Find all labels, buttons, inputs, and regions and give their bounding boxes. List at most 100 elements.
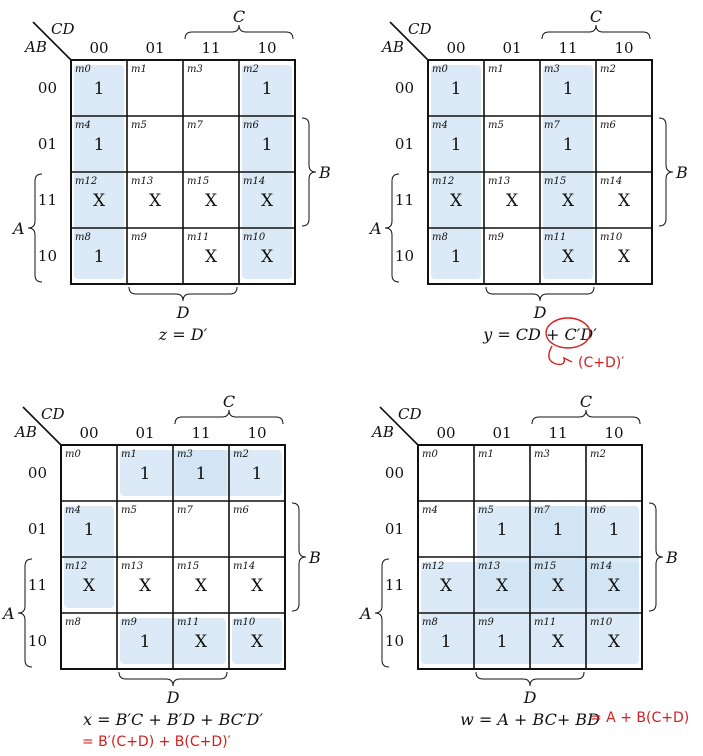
corner-diagonal (379, 406, 419, 446)
col-code: 01 (492, 424, 511, 442)
cell-value: 1 (451, 79, 462, 99)
cell-value: 1 (451, 247, 462, 267)
minterm-label: m4 (432, 120, 448, 131)
d-brace (475, 671, 585, 687)
cell-value: 1 (94, 79, 105, 99)
minterm-label: m9 (131, 232, 147, 243)
b-brace (658, 117, 674, 227)
annotation-arrow (548, 345, 573, 366)
row-code: 11 (385, 576, 404, 594)
boolean-expression: z = D′ (158, 325, 208, 344)
minterm-label: m15 (544, 176, 566, 187)
minterm-label: m6 (243, 120, 259, 131)
col-code: 11 (558, 39, 577, 57)
cell-value: X (205, 191, 218, 211)
minterm-label: m10 (600, 232, 623, 243)
minterm-label: m3 (187, 64, 203, 75)
minterm-label: m7 (544, 120, 560, 131)
col-code: 10 (614, 39, 633, 57)
cell-value: X (149, 191, 162, 211)
a-brace (27, 173, 43, 283)
row-code: 11 (28, 576, 47, 594)
minterm-label: m2 (600, 64, 616, 75)
annotation-y: (C+D)′ (578, 355, 624, 371)
annotation-circle (545, 317, 591, 349)
minterm-label: m7 (177, 505, 193, 516)
cell-value: 1 (451, 135, 462, 155)
col-variable-label: CD (51, 20, 75, 38)
cell-value: 1 (262, 79, 273, 99)
row-code: 10 (28, 632, 47, 650)
minterm-label: m15 (177, 561, 199, 572)
cell-value: 1 (94, 135, 105, 155)
d-label: D (533, 303, 547, 322)
cell-value: X (251, 632, 264, 652)
kmap-grid (417, 444, 643, 670)
kmap-grid (427, 59, 653, 285)
minterm-label: m13 (131, 176, 153, 187)
minterm-label: m10 (233, 617, 256, 628)
c-label: C (223, 392, 235, 411)
b-label: B (308, 548, 321, 567)
cell-value: 1 (84, 520, 95, 540)
minterm-label: m9 (121, 617, 137, 628)
boolean-expression: x = B′C + B′D + BC′D′ (83, 710, 263, 729)
minterm-label: m13 (121, 561, 143, 572)
minterm-label: m7 (534, 505, 550, 516)
a-brace (374, 558, 390, 668)
col-code: 10 (257, 39, 276, 57)
cell-value: X (205, 247, 218, 267)
c-brace (184, 24, 294, 40)
minterm-label: m13 (488, 176, 510, 187)
cell-value: 1 (563, 135, 574, 155)
minterm-label: m4 (65, 505, 81, 516)
boolean-expression: y = CD + C′D′ (482, 325, 597, 344)
c-label: C (580, 392, 592, 411)
cell-value: X (562, 191, 575, 211)
minterm-label: m5 (131, 120, 147, 131)
d-brace (485, 286, 595, 302)
a-label: A (11, 219, 25, 238)
col-variable-label: CD (408, 20, 432, 38)
minterm-label: m11 (534, 617, 556, 628)
minterm-label: m3 (177, 449, 193, 460)
row-variable-label: AB (23, 38, 47, 56)
cell-value: X (440, 576, 453, 596)
group-highlight (232, 618, 282, 664)
minterm-label: m6 (233, 505, 249, 516)
row-code: 10 (385, 632, 404, 650)
cell-value: X (496, 576, 509, 596)
minterm-label: m9 (488, 232, 504, 243)
a-label: A (1, 604, 15, 623)
minterm-label: m8 (75, 232, 91, 243)
a-label: A (368, 219, 382, 238)
minterm-label: m7 (187, 120, 203, 131)
c-label: C (233, 7, 245, 26)
col-code: 10 (247, 424, 266, 442)
minterm-label: m5 (121, 505, 137, 516)
minterm-label: m5 (488, 120, 504, 131)
minterm-label: m13 (478, 561, 500, 572)
minterm-label: m6 (590, 505, 606, 516)
minterm-label: m3 (534, 449, 550, 460)
minterm-label: m5 (478, 505, 494, 516)
row-code: 00 (28, 464, 47, 482)
cell-value: X (618, 247, 631, 267)
col-code: 01 (502, 39, 521, 57)
row-code: 00 (395, 79, 414, 97)
c-brace (541, 24, 651, 40)
minterm-label: m8 (432, 232, 448, 243)
minterm-label: m12 (422, 561, 444, 572)
minterm-label: m2 (233, 449, 249, 460)
a-brace (17, 558, 33, 668)
d-brace (118, 671, 228, 687)
corner-diagonal (32, 21, 72, 61)
minterm-label: m0 (75, 64, 91, 75)
cell-value: 1 (196, 464, 207, 484)
minterm-label: m8 (422, 617, 438, 628)
minterm-label: m4 (75, 120, 91, 131)
